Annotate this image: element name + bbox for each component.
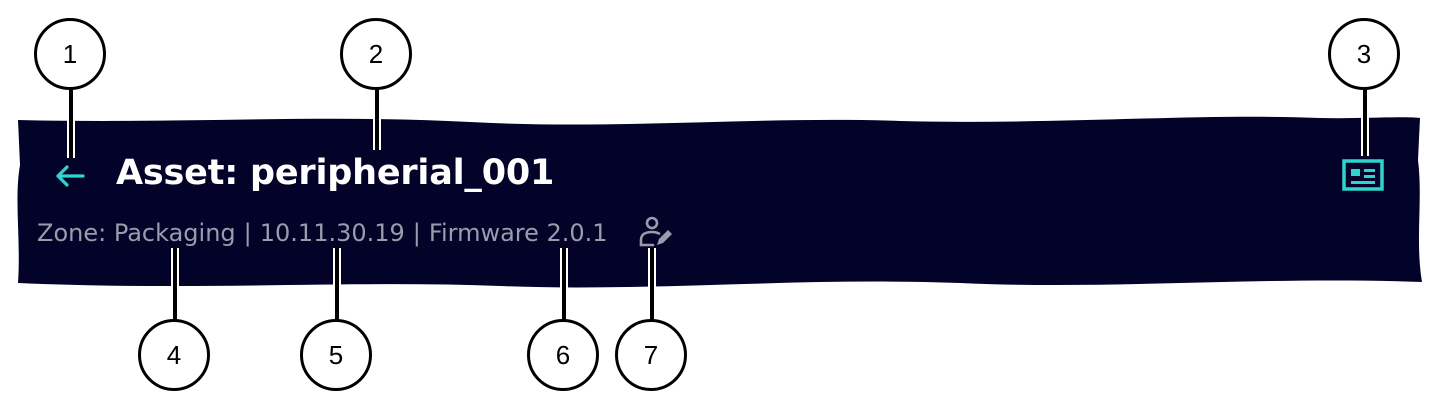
page-title: Asset: peripherial_001 xyxy=(116,153,555,193)
user-edit-icon xyxy=(639,216,672,247)
firmware-label: Firmware 2.0.1 xyxy=(428,219,608,247)
banner-shape xyxy=(17,116,1423,288)
back-button[interactable] xyxy=(50,158,90,194)
ip-address-label: 10.11.30.19 xyxy=(259,219,405,247)
arrow-left-icon xyxy=(56,165,85,187)
meta-separator: | xyxy=(412,219,421,247)
edit-owner-button[interactable] xyxy=(636,212,676,252)
asset-info-button[interactable] xyxy=(1338,155,1388,195)
id-card-icon xyxy=(1342,159,1384,191)
zone-label: Zone: Packaging xyxy=(37,219,236,247)
asset-meta-row: Zone: Packaging | 10.11.30.19 | Firmware… xyxy=(37,213,608,253)
meta-separator: | xyxy=(243,219,252,247)
